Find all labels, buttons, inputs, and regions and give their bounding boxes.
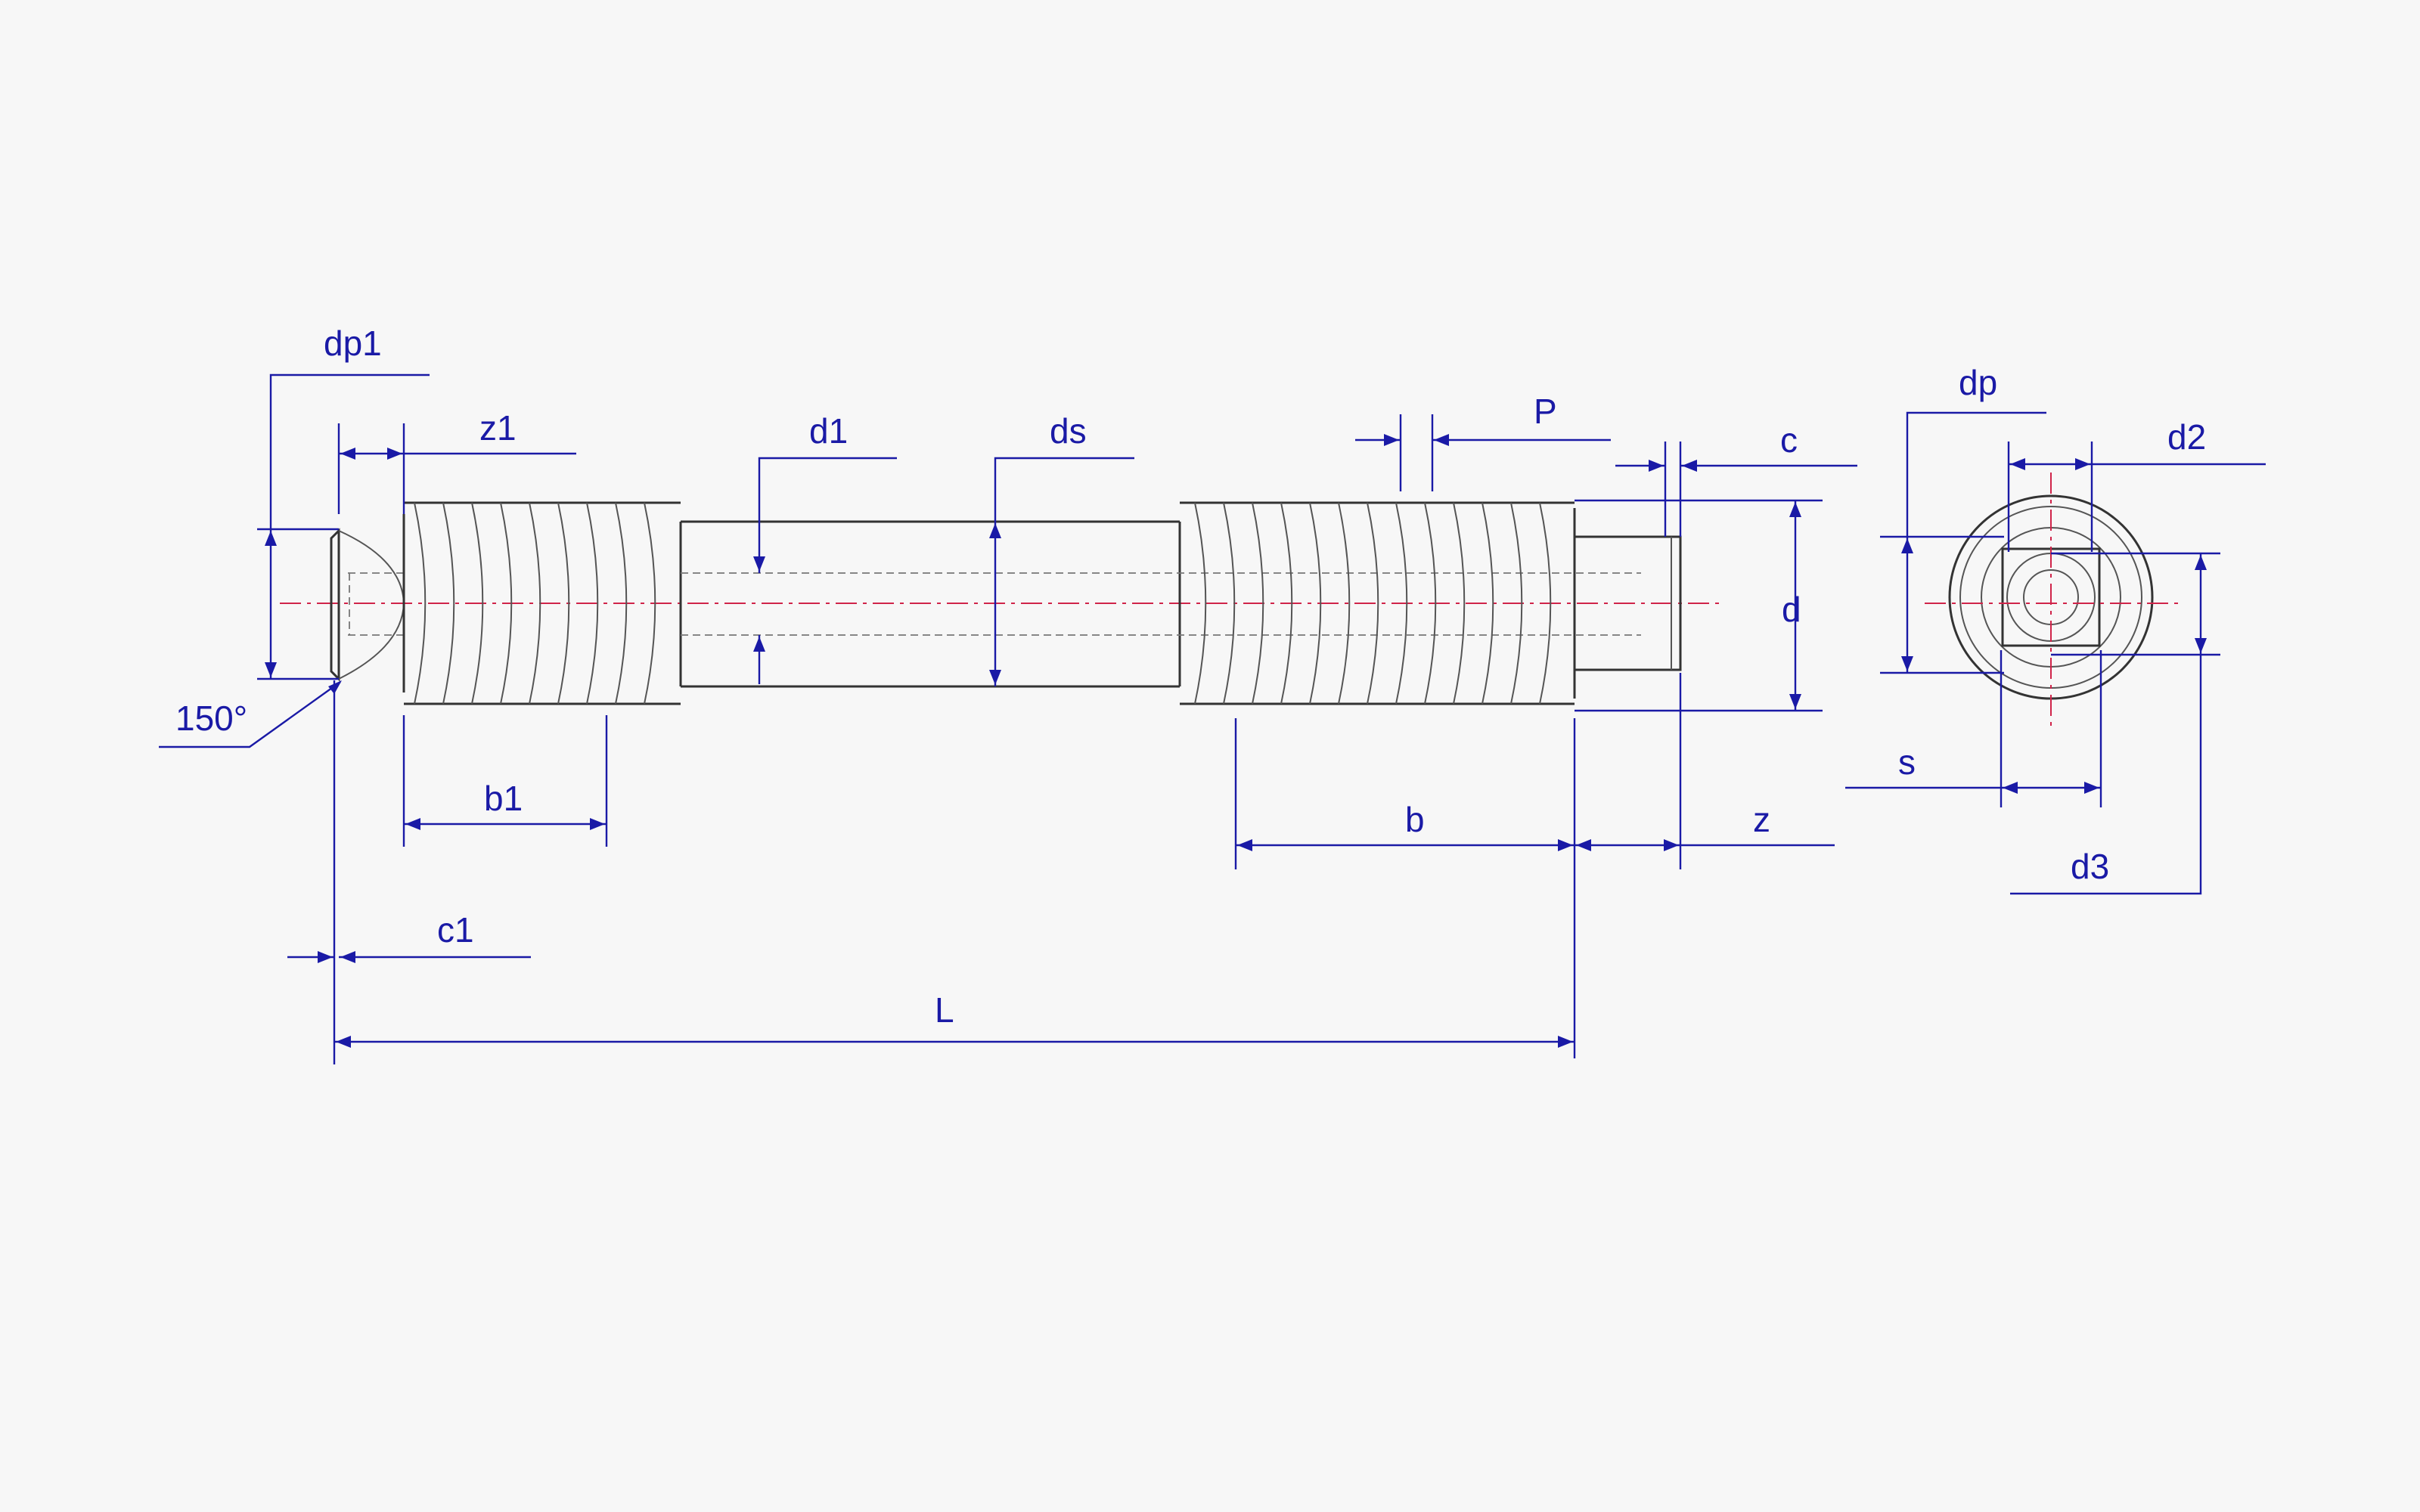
s-dimension (1845, 650, 2102, 807)
label-dp1: dp1 (324, 324, 382, 363)
right-thread-crest (1539, 502, 1552, 705)
z-dimension (1575, 673, 1835, 869)
left-thread-crest (557, 502, 570, 705)
p-arrow-left (1384, 434, 1399, 446)
left-thread-crest (442, 502, 455, 705)
p-arrow-right (1434, 434, 1449, 446)
c-dimension (1615, 442, 1857, 537)
z-arrow-left (1576, 839, 1591, 851)
label-p: P (1534, 392, 1557, 431)
left-end-dome (338, 530, 405, 680)
stud-end-view (1925, 472, 2178, 730)
label-l: L (935, 990, 954, 1030)
left-thread-crest (529, 502, 541, 705)
right-thread-crest (1510, 502, 1523, 705)
right-thread-crest (1280, 502, 1293, 705)
label-d2: d2 (2167, 417, 2206, 457)
label-ds: ds (1050, 411, 1087, 451)
label-c1: c1 (437, 910, 474, 950)
label-angle: 150° (175, 699, 247, 738)
stud-side-view (280, 501, 1724, 705)
z1-arrow-left (340, 448, 355, 460)
ds-dimension (994, 457, 1134, 686)
d2-arrow-right (2075, 458, 2090, 470)
d2-dimension (2007, 442, 2266, 552)
right-thread-crest (1309, 502, 1322, 705)
left-thread-crest (586, 502, 599, 705)
left-thread-crest (644, 502, 656, 705)
left-thread-crest (471, 502, 484, 705)
label-z1: z1 (479, 408, 517, 448)
c-arrow-right (1682, 460, 1697, 472)
label-z: z (1753, 800, 1770, 839)
l-arrow-right (1558, 1036, 1573, 1048)
left-thread-crests (414, 502, 656, 705)
right-thread-crest (1453, 502, 1466, 705)
right-thread-crests (1194, 502, 1552, 705)
d-arrow-bottom (1789, 694, 1801, 709)
dp-arrow-top (1901, 538, 1913, 553)
c1-arrow-right (340, 951, 355, 963)
p-dimension (1355, 414, 1611, 491)
right-thread-crest (1338, 502, 1351, 705)
d-dimension (1575, 499, 1823, 712)
dp1-arrow-bottom (265, 662, 277, 677)
d3-arrow-bottom (2195, 638, 2207, 653)
left-thread-crest (500, 502, 513, 705)
label-d1: d1 (809, 411, 848, 451)
dp1-arrow-top (265, 531, 277, 546)
angle-leader (159, 681, 341, 748)
right-thread-crest (1481, 502, 1494, 705)
d-arrow-top (1789, 502, 1801, 517)
dp-dimension (1880, 411, 2046, 674)
right-thread-crest (1223, 502, 1236, 705)
dp-arrow-bottom (1901, 656, 1913, 671)
z-arrow-right (1664, 839, 1679, 851)
dimensions: dp1 z1 d1 ds P c d 150° (159, 324, 2266, 1064)
b-arrow-right (1558, 839, 1573, 851)
z1-arrow-right (387, 448, 402, 460)
c1-arrow-left (318, 951, 333, 963)
b1-arrow-left (405, 818, 420, 830)
right-thread-crest (1252, 502, 1264, 705)
right-thread-crest (1424, 502, 1437, 705)
right-thread-crest (1395, 502, 1408, 705)
left-thread-crest (414, 502, 427, 705)
shank-outline (679, 520, 1181, 688)
d1-arrow-top (753, 556, 765, 572)
s-arrow-right (2084, 782, 2099, 794)
b1-dimension (402, 715, 608, 847)
d2-arrow-left (2010, 458, 2025, 470)
c1-dimension (287, 680, 531, 1064)
z1-dimension (337, 423, 576, 514)
s-arrow-left (2003, 782, 2018, 794)
label-d3: d3 (2071, 847, 2109, 886)
b1-arrow-right (590, 818, 605, 830)
l-arrow-left (336, 1036, 351, 1048)
d1-dimension (758, 457, 897, 684)
d3-dimension (2010, 552, 2220, 895)
b-arrow-left (1237, 839, 1252, 851)
label-b: b (1405, 800, 1425, 839)
d1-arrow-bottom (753, 637, 765, 652)
label-c: c (1780, 420, 1798, 460)
d3-arrow-top (2195, 555, 2207, 570)
label-s: s (1898, 742, 1916, 782)
label-dp: dp (1959, 363, 1997, 402)
right-thread-crest (1367, 502, 1379, 705)
label-d: d (1782, 590, 1801, 629)
right-thread-crest (1194, 502, 1207, 705)
left-dog-point (330, 528, 340, 682)
b-dimension (1234, 718, 1576, 1058)
ds-arrow-bottom (989, 670, 1001, 685)
c-arrow-left (1649, 460, 1664, 472)
dp1-leader (257, 373, 430, 680)
ds-arrow-top (989, 523, 1001, 538)
left-thread-crest (615, 502, 628, 705)
label-b1: b1 (484, 779, 523, 818)
right-spigot (1575, 535, 1682, 671)
